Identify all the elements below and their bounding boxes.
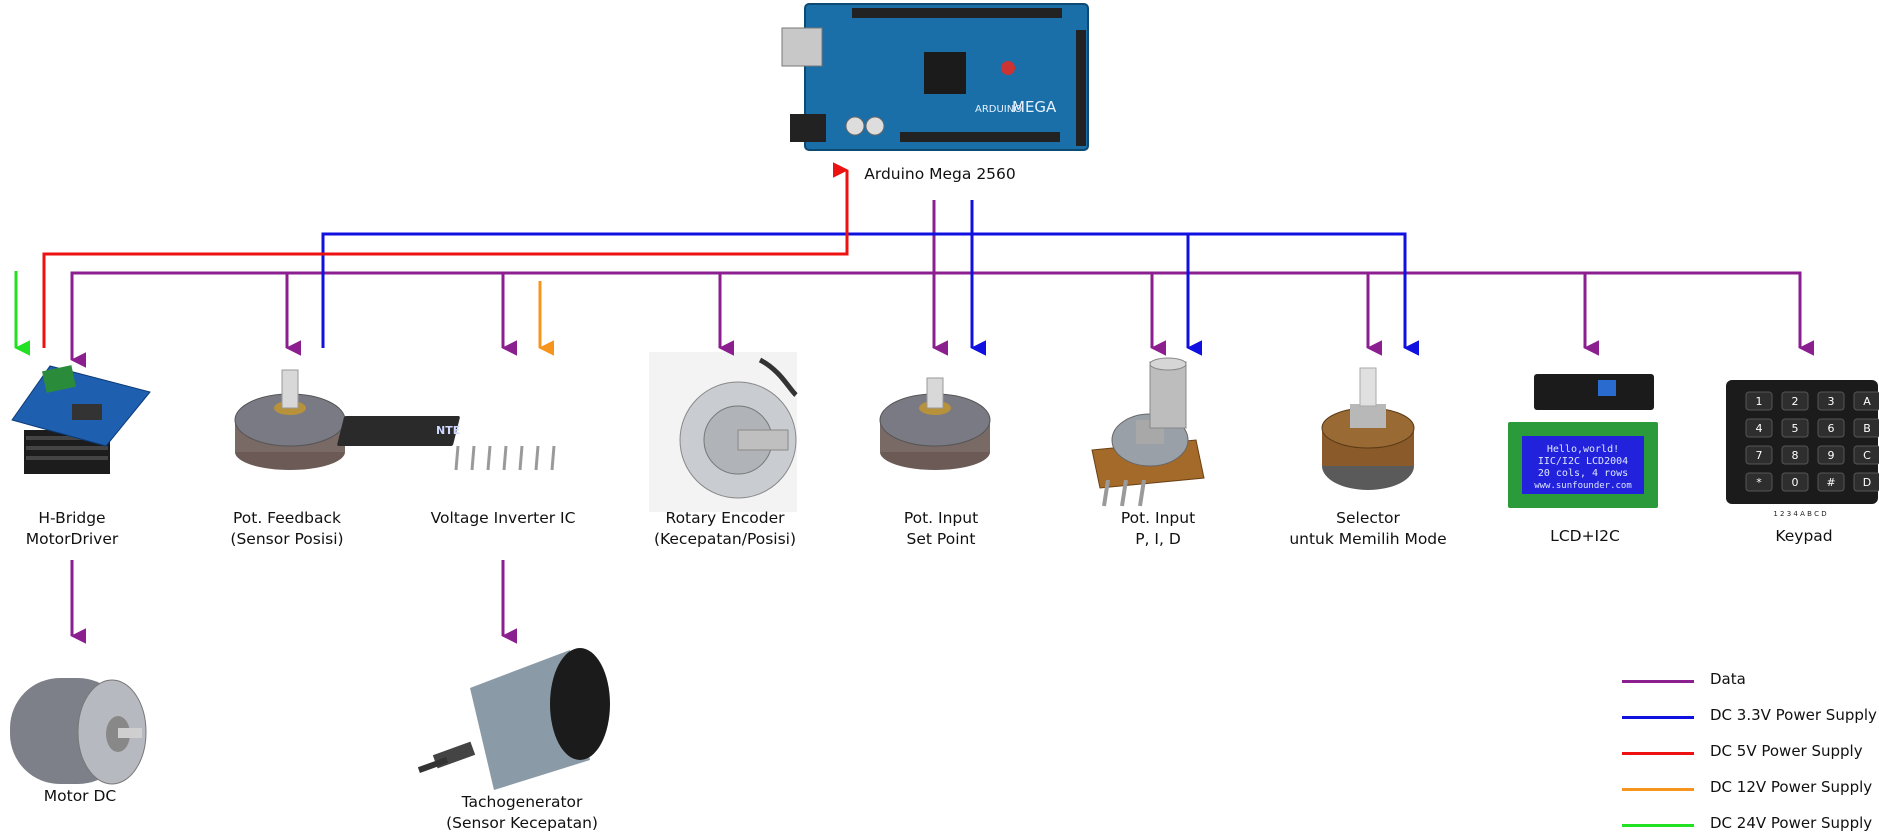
dc5-wires [44, 170, 847, 348]
label-pot-feedback: Pot. Feedback (Sensor Posisi) [230, 508, 343, 550]
legend-item-dc5: DC 5V Power Supply [1622, 742, 1879, 762]
label-selector: Selector untuk Memilih Mode [1289, 508, 1446, 550]
pot-setpoint-device [880, 378, 990, 470]
legend-swatch-dc33 [1622, 716, 1694, 719]
legend-swatch-data [1622, 680, 1694, 683]
legend-item-dc33: DC 3.3V Power Supply [1622, 706, 1879, 726]
lcd-line-4: www.sunfounder.com [1534, 481, 1632, 491]
data-bus-main [72, 273, 1800, 360]
arduino-model-text: MEGA [1012, 98, 1057, 116]
label-pot-setpoint: Pot. Input Set Point [904, 508, 978, 550]
pot-feedback-device [235, 370, 345, 470]
label-keypad: Keypad [1775, 526, 1832, 547]
arduino-mega-board: ARDUINO MEGA [782, 4, 1088, 150]
motor-dc-device [10, 678, 146, 784]
lcd-line-1: Hello,world! [1547, 444, 1619, 455]
keypad-key-label: * [1756, 476, 1762, 489]
keypad-key-label: B [1863, 422, 1871, 435]
keypad-key-label: 6 [1828, 422, 1835, 435]
label-encoder: Rotary Encoder (Kecepatan/Posisi) [654, 508, 796, 550]
lcd-line-2: IIC/I2C LCD2004 [1538, 456, 1628, 467]
keypad-key-label: 9 [1828, 449, 1835, 462]
ic-brand-text: NTE [436, 424, 460, 437]
legend-label-dc12: DC 12V Power Supply [1710, 778, 1872, 796]
keypad-key-label: 1 [1756, 395, 1763, 408]
label-h-bridge: H-Bridge MotorDriver [26, 508, 119, 550]
label-tachogenerator: Tachogenerator (Sensor Kecepatan) [446, 792, 598, 834]
lcd-line-3: 20 cols, 4 rows [1538, 468, 1628, 479]
lcd-i2c-device: Hello,world! IIC/I2C LCD2004 20 cols, 4 … [1508, 374, 1658, 508]
legend-label-dc5: DC 5V Power Supply [1710, 742, 1863, 760]
keypad-key-label: 2 [1792, 395, 1799, 408]
legend-label-dc33: DC 3.3V Power Supply [1710, 706, 1877, 724]
label-lcd: LCD+I2C [1550, 526, 1620, 547]
legend-swatch-dc24 [1622, 824, 1694, 827]
selector-device [1322, 368, 1414, 490]
legend-swatch-dc5 [1622, 752, 1694, 755]
legend-item-dc24: DC 24V Power Supply [1622, 814, 1879, 834]
keypad-key-label: 5 [1792, 422, 1799, 435]
keypad-pin-text: 1 2 3 4 A B C D [1773, 510, 1826, 518]
keypad-key-label: 0 [1792, 476, 1799, 489]
legend-item-dc12: DC 12V Power Supply [1622, 778, 1879, 798]
h-bridge-module [12, 365, 150, 474]
dc33-bus [323, 234, 1405, 348]
label-motor-dc: Motor DC [44, 786, 116, 807]
legend-item-data: Data [1622, 670, 1879, 690]
keypad-key-label: A [1863, 395, 1871, 408]
inverter-ic-device: NTE [337, 416, 554, 470]
keypad-key-label: D [1863, 476, 1871, 489]
label-inverter: Voltage Inverter IC [431, 508, 576, 529]
dc5-bus [44, 170, 847, 348]
pot-pid-device [1092, 358, 1204, 506]
legend-label-data: Data [1710, 670, 1746, 688]
label-arduino: Arduino Mega 2560 [864, 164, 1016, 185]
legend-swatch-dc12 [1622, 788, 1694, 791]
keypad-key-label: 8 [1792, 449, 1799, 462]
rotary-encoder-device [649, 352, 797, 512]
tachogenerator-device [418, 648, 610, 790]
keypad-key-label: 4 [1756, 422, 1763, 435]
keypad-device: 1 2 3 A 4 5 6 B 7 8 9 C * 0 # D 1 2 3 4 A B C D [1726, 380, 1879, 518]
legend-label-dc24: DC 24V Power Supply [1710, 814, 1872, 832]
keypad-key-label: 7 [1756, 449, 1763, 462]
keypad-key-label: # [1826, 476, 1835, 489]
keypad-key-label: 3 [1828, 395, 1835, 408]
label-pot-pid: Pot. Input P, I, D [1121, 508, 1195, 550]
keypad-key-label: C [1863, 449, 1871, 462]
